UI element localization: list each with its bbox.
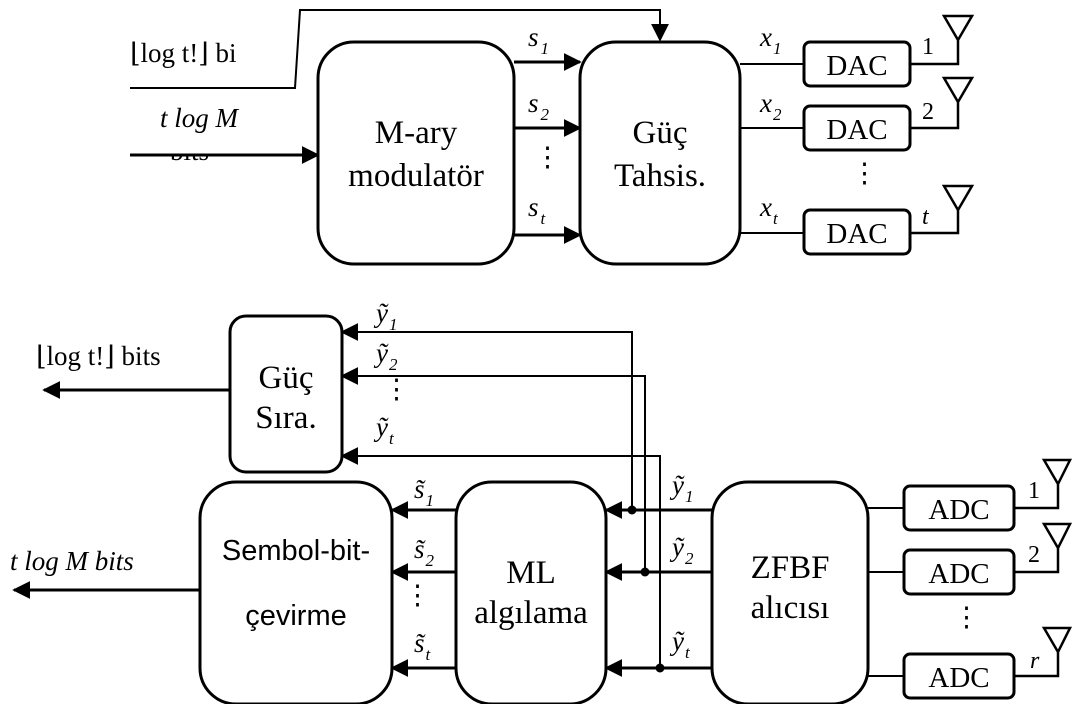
- mary-modulator-line2: modulatör: [348, 158, 484, 194]
- ytilde-label-1: ỹ1: [669, 470, 693, 506]
- tx-perm-bits-label: ⌊log t!⌋ bi: [130, 38, 237, 68]
- symbol-vdots: ⋮: [534, 142, 561, 172]
- rx-antenna-icon-1: [1014, 458, 1072, 510]
- fb-ytilde-label-2: ỹ2: [373, 338, 398, 374]
- tx-antenna-icon-1: [910, 14, 975, 66]
- rx-antenna-icon-2: [1014, 522, 1072, 574]
- adc-vdots: ⋮: [953, 602, 980, 632]
- receiver-section: Güç Sıra. ⌊log t!⌋ bits ỹ1 ỹ2 ⋮ ỹt Se…: [10, 298, 1072, 704]
- mary-modulator-line1: M-ary: [375, 115, 458, 151]
- tx-signal-label-2: x2: [759, 88, 782, 124]
- tx-antenna-icon-2: [910, 76, 975, 130]
- junction-dot-2: [640, 567, 650, 577]
- zfbf-receiver-line1: ZFBF: [751, 550, 830, 586]
- power-order-block: [228, 314, 344, 474]
- symbol-to-bit-line1: Sembol-bit-: [222, 535, 370, 567]
- dac-label-2: DAC: [826, 114, 887, 146]
- ytilde-feedback-1: [340, 323, 633, 510]
- ytilde-label-t: ỹt: [669, 626, 691, 662]
- rx-antenna-icon-r: [1014, 626, 1072, 678]
- rx-antenna-label-r: r: [1030, 648, 1040, 674]
- fb-ytilde-label-1: ỹ1: [373, 298, 397, 334]
- power-allocation-block: [578, 40, 742, 266]
- ml-detection-line1: ML: [506, 555, 556, 591]
- adc-label-1: ADC: [928, 494, 989, 526]
- symbol-to-bit-line2: çevirme: [245, 600, 347, 632]
- tx-signal-label-t: xt: [759, 192, 779, 228]
- transmitter-section: ⌊log t!⌋ bi t log M bits M-ary modulatör…: [130, 9, 975, 266]
- stilde-vdots: ⋮: [404, 580, 431, 610]
- clip-mask: [150, 140, 250, 156]
- tx-signal-label-1: x1: [759, 22, 781, 58]
- junction-dot-1: [627, 505, 637, 515]
- symbol-to-bit-block: [198, 480, 394, 704]
- tx-antenna-icon-t: [910, 184, 975, 235]
- fb-ytilde-label-t: ỹt: [373, 412, 395, 448]
- rx-antenna-label-1: 1: [1028, 478, 1040, 504]
- junction-dot-t: [655, 663, 665, 673]
- adc-label-2: ADC: [928, 558, 989, 590]
- rx-data-bits-label: t log M bits: [10, 546, 134, 576]
- tx-antenna-label-t: t: [922, 204, 930, 230]
- rx-perm-bits-label: ⌊log t!⌋ bits: [36, 341, 161, 371]
- adc-label-r: ADC: [928, 662, 989, 694]
- ml-detection-block: [454, 480, 608, 704]
- perm-bits-route-line: [130, 9, 669, 89]
- power-allocation-line1: Güç: [633, 115, 688, 151]
- ytilde-label-2: ỹ2: [669, 532, 694, 568]
- stilde-label-1: s̃1: [414, 474, 434, 510]
- ytilde-feedback-t: [340, 447, 661, 668]
- mary-modulator-block: [316, 40, 516, 266]
- zfbf-receiver-block: [710, 480, 870, 704]
- tx-data-bits-label: t log M: [160, 103, 240, 133]
- stilde-label-2: s̃2: [414, 534, 435, 570]
- tx-antenna-label-1: 1: [922, 34, 934, 60]
- fb-vdots: ⋮: [383, 374, 410, 404]
- ml-detection-line2: algılama: [474, 595, 588, 631]
- power-order-line1: Güç: [259, 360, 314, 396]
- stilde-label-t: s̃t: [414, 628, 432, 664]
- power-allocation-line2: Tahsis.: [614, 158, 706, 194]
- tx-antenna-label-2: 2: [922, 99, 934, 125]
- dac-label-t: DAC: [826, 218, 887, 250]
- ytilde-feedback-2: [340, 367, 646, 572]
- rx-antenna-label-2: 2: [1028, 542, 1040, 568]
- dac-vdots: ⋮: [851, 158, 878, 188]
- power-order-line2: Sıra.: [255, 400, 316, 436]
- zfbf-receiver-line2: alıcısı: [751, 590, 830, 626]
- dac-label-1: DAC: [826, 50, 887, 82]
